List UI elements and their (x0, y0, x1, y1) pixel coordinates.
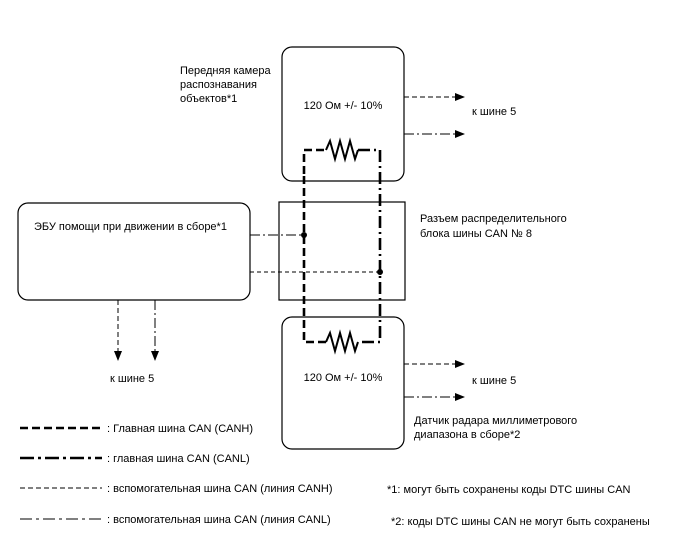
radar-bus-ref: к шине 5 (472, 375, 516, 387)
junction-node-canh (301, 232, 307, 238)
junction-label-line-1: Разъем распределительного (420, 213, 567, 225)
legend-label-main-canh: : Главная шина CAN (CANH) (107, 423, 253, 435)
junction-block (278, 201, 406, 301)
radar-label-line-2: диапазона в сборе*2 (414, 429, 520, 441)
camera-label-line-3: объектов*1 (180, 93, 237, 105)
ecu-label: ЭБУ помощи при движении в сборе*1 (34, 221, 227, 233)
camera-resistor (325, 137, 359, 163)
ecu-bus-ref: к шине 5 (110, 373, 154, 385)
camera-box (281, 46, 405, 182)
junction-label-line-2: блока шины CAN № 8 (420, 228, 532, 240)
legend-label-aux-canh: : вспомогательная шина CAN (линия CANH) (107, 483, 333, 495)
camera-resistance: 120 Ом +/- 10% (304, 100, 383, 112)
ecu-box (17, 202, 251, 301)
main-canh-line (302, 148, 326, 344)
camera-label-line-1: Передняя камера (180, 65, 271, 77)
camera-label-line-2: распознавания (180, 79, 257, 91)
radar-resistor (325, 329, 359, 355)
note-1: *1: могут быть сохранены коды DTC шины C… (387, 484, 631, 496)
radar-box (281, 316, 405, 450)
legend-label-aux-canl: : вспомогательная шина CAN (линия CANL) (107, 514, 331, 526)
note-2: *2: коды DTC шины CAN не могут быть сохр… (391, 516, 650, 528)
camera-bus-ref: к шине 5 (472, 106, 516, 118)
legend-label-main-canl: : главная шина CAN (CANL) (107, 453, 250, 465)
radar-resistance: 120 Ом +/- 10% (304, 372, 383, 384)
main-canl-line (358, 148, 382, 344)
radar-label-line-1: Датчик радара миллиметрового (414, 415, 577, 427)
junction-node-canl (377, 269, 383, 275)
